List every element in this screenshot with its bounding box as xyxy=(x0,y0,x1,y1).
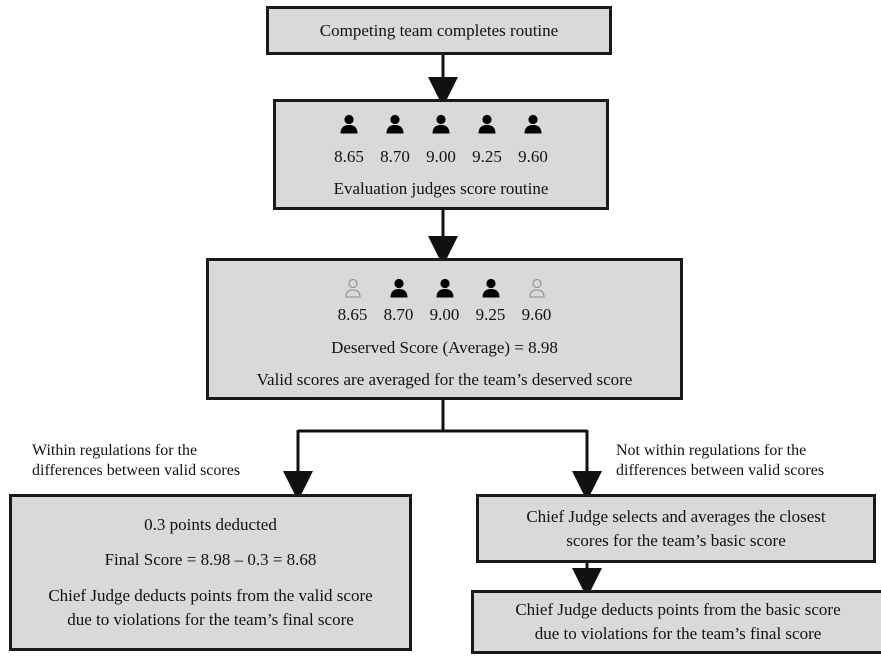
branch-within-caption: Within regulations for the differences b… xyxy=(32,441,240,481)
person-outline-icon xyxy=(344,278,361,298)
person-filled-icon xyxy=(436,278,453,298)
evaluation-score: 9.25 xyxy=(472,147,502,166)
branch-not-within-line1: Not within regulations for the xyxy=(616,442,807,459)
person-filled-icon xyxy=(340,114,358,134)
basic-line-2: scores for the team’s basic score xyxy=(566,531,786,550)
deserved-score: 8.70 xyxy=(383,305,414,324)
branch-within-line2: differences between valid scores xyxy=(32,462,241,479)
person-filled-icon xyxy=(524,114,542,134)
person-filled-icon xyxy=(390,278,407,298)
person-filled-icon xyxy=(482,278,499,298)
not-within-final-box: Chief Judge deducts points from the basi… xyxy=(471,590,881,654)
evaluation-scores-row: 8.65 8.70 9.00 9.25 9.60 xyxy=(276,146,606,167)
deserved-score: 9.60 xyxy=(521,305,552,324)
deserved-judges-row xyxy=(209,278,680,298)
evaluation-box: 8.65 8.70 9.00 9.25 9.60 Evaluation judg… xyxy=(273,99,609,210)
within-final-label-2: due to violations for the team’s final s… xyxy=(67,610,354,629)
within-final-box: 0.3 points deducted Final Score = 8.98 –… xyxy=(9,494,412,651)
deserved-score-line: Deserved Score (Average) = 8.98 xyxy=(331,338,558,357)
basic-score-box: Chief Judge selects and averages the clo… xyxy=(476,494,876,563)
person-filled-icon xyxy=(386,114,404,134)
evaluation-score: 9.00 xyxy=(426,147,456,166)
branch-not-within-caption: Not within regulations for the differenc… xyxy=(616,441,824,481)
final-score-line: Final Score = 8.98 – 0.3 = 8.68 xyxy=(104,550,317,569)
routine-text: Competing team completes routine xyxy=(319,21,559,40)
not-within-final-line-1: Chief Judge deducts points from the basi… xyxy=(515,600,841,619)
person-outline-icon xyxy=(528,278,545,298)
within-final-label-1: Chief Judge deducts points from the vali… xyxy=(48,586,373,605)
evaluation-score: 8.70 xyxy=(380,147,410,166)
deserved-scores-row: 8.65 8.70 9.00 9.25 9.60 xyxy=(209,304,680,325)
deduction-line: 0.3 points deducted xyxy=(144,515,277,534)
basic-line-1: Chief Judge selects and averages the clo… xyxy=(526,507,826,526)
person-filled-icon xyxy=(432,114,450,134)
branch-within-line1: Within regulations for the xyxy=(32,442,198,459)
deserved-score-box: 8.65 8.70 9.00 9.25 9.60 Deserved Score … xyxy=(206,258,683,400)
evaluation-score: 9.60 xyxy=(518,147,548,166)
evaluation-score: 8.65 xyxy=(334,147,364,166)
evaluation-judges-row xyxy=(276,114,606,134)
evaluation-label: Evaluation judges score routine xyxy=(333,179,549,198)
routine-box: Competing team completes routine xyxy=(266,6,612,55)
deserved-score: 9.25 xyxy=(475,305,506,324)
branch-not-within-line2: differences between valid scores xyxy=(616,462,825,479)
person-filled-icon xyxy=(478,114,496,134)
deserved-label: Valid scores are averaged for the team’s… xyxy=(256,370,633,389)
deserved-score: 8.65 xyxy=(337,305,368,324)
deserved-score: 9.00 xyxy=(429,305,460,324)
not-within-final-line-2: due to violations for the team’s final s… xyxy=(534,624,822,643)
